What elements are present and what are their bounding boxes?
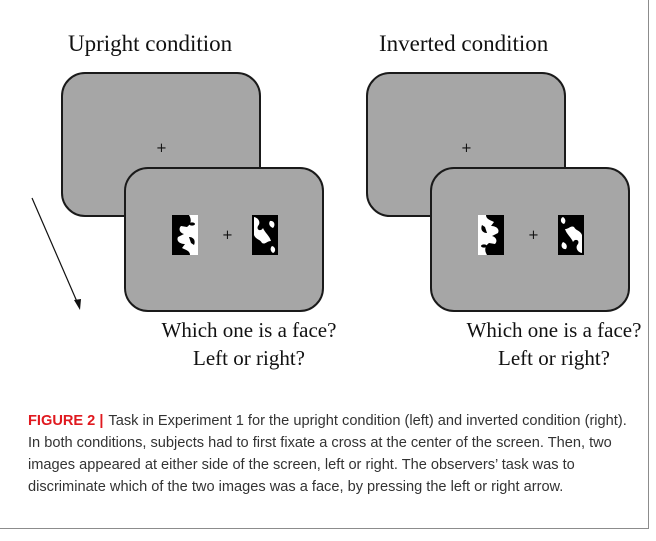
question-line-2: Left or right? [498,346,610,370]
inverted-question: Which one is a face? Left or right? [449,316,656,372]
inverted-mooney-face-image [478,215,504,255]
inverted-condition-title: Inverted condition [379,31,549,56]
upright-stimulus-screen: + [124,167,324,312]
upright-condition-title: Upright condition [68,31,233,56]
frame-tick [648,0,649,14]
fixation-cross: + [156,141,167,156]
fixation-cross: + [461,141,472,156]
inverted-mooney-nonface-image [558,215,584,255]
inverted-stimulus-screen: + [430,167,630,312]
mooney-nonface-image [252,215,278,255]
caption-text: Task in Experiment 1 for the upright con… [28,413,627,495]
caption-separator: | [99,413,104,429]
question-line-2: Left or right? [193,346,305,370]
figure-label: FIGURE 2 [28,413,96,429]
fixation-cross: + [222,228,233,243]
figure-caption: FIGURE 2|Task in Experiment 1 for the up… [28,410,640,498]
question-line-1: Which one is a face? [466,318,642,342]
upright-question: Which one is a face? Left or right? [144,316,354,372]
mooney-face-image [172,215,198,255]
question-line-1: Which one is a face? [161,318,337,342]
figure-frame [0,0,649,529]
fixation-cross: + [528,228,539,243]
time-arrow [31,197,81,310]
